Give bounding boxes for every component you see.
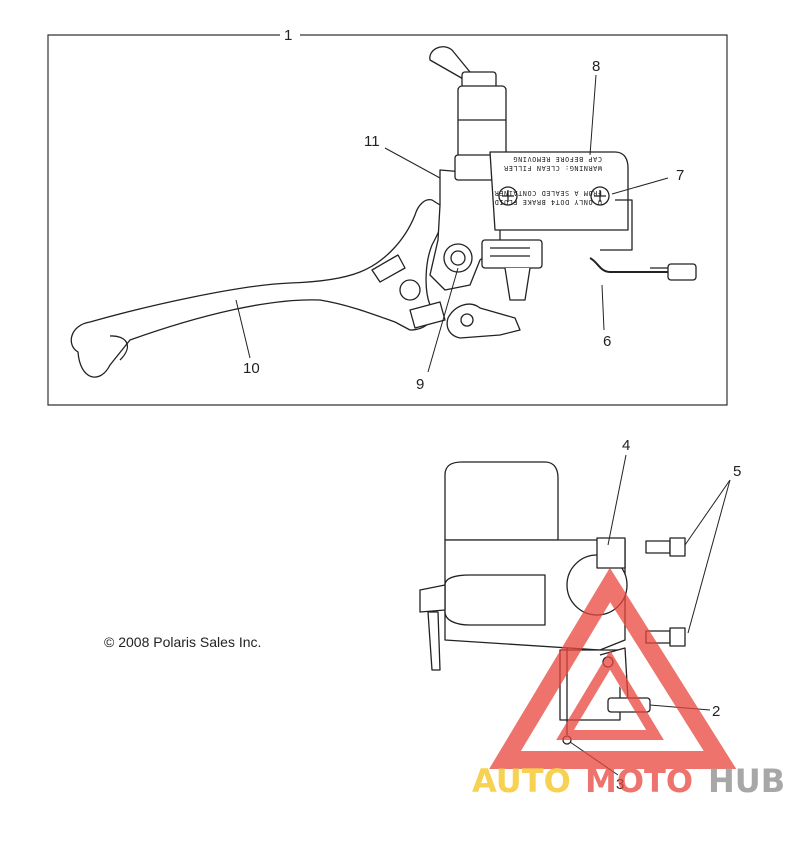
callout-10: 10 xyxy=(243,360,260,377)
callout-4: 4 xyxy=(622,437,630,454)
reservoir-warning-line4: CAP BEFORE REMOVING xyxy=(513,155,602,163)
callout-3: 3 xyxy=(616,776,624,793)
copyright-notice: © 2008 Polaris Sales Inc. xyxy=(104,634,262,650)
callout-9: 9 xyxy=(416,376,424,393)
master-cylinder-exploded xyxy=(419,461,686,745)
dust-cap-tab xyxy=(429,46,471,81)
upper-leader-lines xyxy=(235,74,669,373)
callout-5: 5 xyxy=(733,463,741,480)
reservoir xyxy=(489,151,629,231)
reservoir-body xyxy=(444,461,559,541)
brake-lever-assembly xyxy=(70,46,697,378)
cylinder-body xyxy=(457,85,507,159)
callout-7: 7 xyxy=(676,167,684,184)
reservoir-warning-line2: FROM A SEALED CONTAINER xyxy=(494,189,602,197)
callout-numbers: 1 8 7 11 6 10 9 4 5 2 3 xyxy=(243,27,741,793)
callout-2: 2 xyxy=(712,703,720,720)
watermark-hub: HUB xyxy=(708,762,785,800)
reservoir-warning-line3: WARNING: CLEAN FILLER xyxy=(503,164,602,172)
watermark-auto: AUTO xyxy=(472,762,571,800)
watermark-moto: MOTO xyxy=(585,762,693,800)
brake-switch xyxy=(481,239,543,269)
clamp-bolt-upper xyxy=(645,537,686,557)
callout-6: 6 xyxy=(603,333,611,350)
callout-11: 11 xyxy=(364,133,380,150)
assembly-frame xyxy=(47,34,728,406)
lever-housing xyxy=(429,169,501,291)
callout-8: 8 xyxy=(592,58,600,75)
watermark-logo: AUTO MOTO HUB xyxy=(472,567,785,800)
switch-connector xyxy=(667,263,697,281)
callout-1: 1 xyxy=(284,27,292,44)
reservoir-warning-line1: U ONLY DOT4 BRAKE FLUID xyxy=(494,198,602,206)
